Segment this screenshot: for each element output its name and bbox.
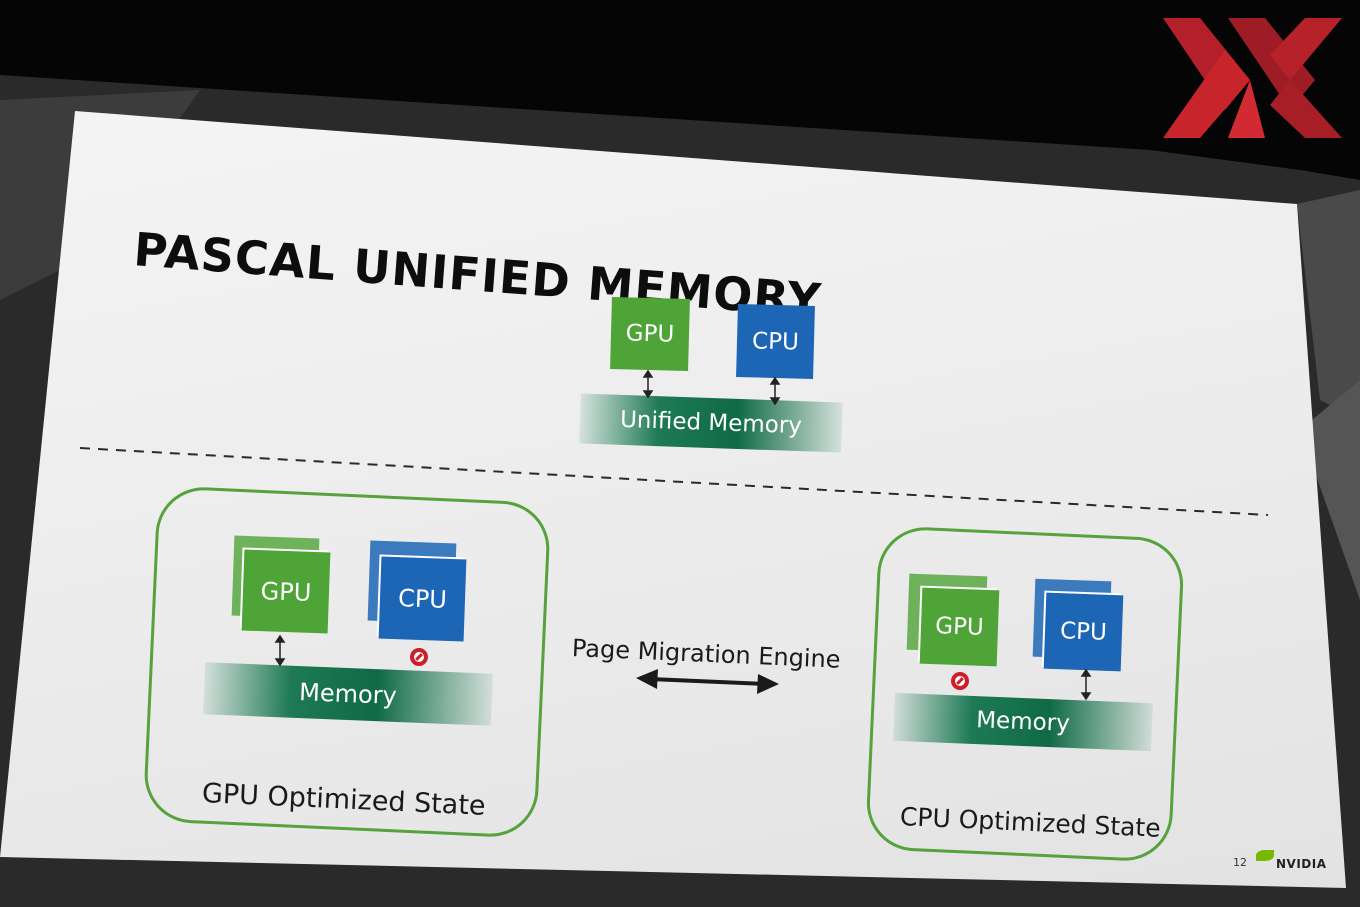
no-access-icon [410, 648, 428, 666]
bidirectional-arrow-icon [642, 369, 654, 399]
no-access-icon [951, 672, 969, 690]
page-migration-arrow-icon [636, 669, 779, 694]
watermark-logo [1163, 18, 1342, 138]
section-divider [79, 447, 1269, 516]
bidirectional-arrow-icon [274, 634, 286, 667]
bidirectional-arrow-icon [1080, 668, 1092, 701]
nvidia-brand: NVIDIA [1276, 857, 1327, 871]
nvidia-logo-icon [1256, 850, 1274, 861]
slide-page-number: 12 [1233, 856, 1247, 869]
bidirectional-arrow-icon [769, 376, 781, 406]
